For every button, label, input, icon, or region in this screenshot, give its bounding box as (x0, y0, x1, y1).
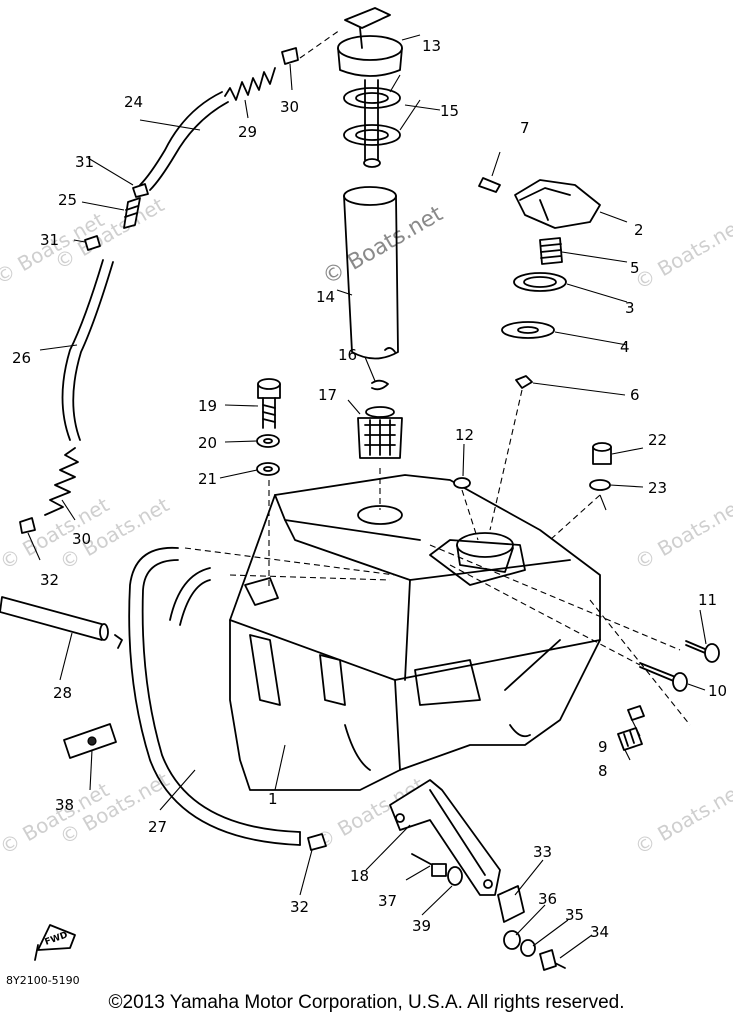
grommet-21 (256, 462, 280, 476)
callout-4: 4 (620, 338, 630, 356)
callout-30: 30 (72, 530, 91, 548)
watermark-center: © Boats.net (319, 201, 448, 290)
clamp-31-left (132, 183, 149, 198)
callout-25: 25 (58, 191, 77, 209)
callout-20: 20 (198, 434, 217, 452)
callout-8: 8 (598, 762, 608, 780)
callout-36: 35 (565, 906, 584, 924)
callout-9: 9 (598, 738, 608, 756)
spring-5 (539, 237, 563, 265)
spring-30 (44, 447, 79, 516)
callout-38: 37 (378, 892, 397, 910)
callout-27: 27 (148, 818, 167, 836)
filter-17 (357, 406, 403, 459)
callout-10: 10 (708, 682, 727, 700)
watermark: © Boats.net (631, 212, 733, 294)
clip-16 (371, 379, 389, 391)
clamp-31-upper (281, 47, 299, 65)
callout-15: 15 (440, 102, 459, 120)
joint-25 (123, 197, 141, 229)
vent-hose-small (169, 567, 211, 626)
fuel-hose-24 (139, 91, 229, 191)
callout-26: 26 (12, 349, 31, 367)
callout-32c: 32 (290, 898, 309, 916)
plate-4 (501, 321, 555, 339)
callout-28: 28 (53, 684, 72, 702)
callout-23: 23 (648, 479, 667, 497)
clamp-32-lower (19, 517, 36, 534)
cap-2 (514, 179, 601, 229)
copyright-notice: ©2013 Yamaha Motor Corporation, U.S.A. A… (108, 992, 625, 1013)
bolt-19 (257, 378, 281, 429)
callout-14: 14 (316, 288, 335, 306)
gasket-3 (513, 272, 567, 292)
callout-32b: 32 (40, 571, 59, 589)
callout-18: 18 (350, 867, 369, 885)
nut-6 (515, 375, 533, 389)
callout-19: 19 (198, 397, 217, 415)
callout-31: 30 (280, 98, 299, 116)
callout-22: 22 (648, 431, 667, 449)
bolt-38 (411, 853, 447, 877)
bolt-35 (539, 949, 566, 971)
grommet-22 (592, 442, 612, 465)
callouts: 13 15 30 29 24 31 25 31 26 30 32 28 38 2… (6, 37, 727, 987)
callout-12: 12 (455, 426, 474, 444)
washer-20 (256, 434, 280, 448)
watermark: © Boats.net (631, 492, 733, 574)
clip-8 (617, 727, 643, 751)
callout-34: 38 (55, 796, 74, 814)
fwd-arrow-icon: FWD (34, 924, 76, 961)
callout-16: 16 (338, 346, 357, 364)
hose-28 (0, 596, 123, 649)
clip-34 (63, 723, 117, 759)
bracket-33 (497, 885, 525, 923)
washer-23 (589, 479, 611, 491)
callout-35: 34 (590, 923, 609, 941)
nuts-15 (343, 87, 401, 146)
callout-21: 21 (198, 470, 217, 488)
washer-36 (520, 939, 536, 957)
grommet-12 (453, 477, 471, 489)
clamp-32-bottom (307, 833, 327, 851)
callout-39: 39 (412, 917, 431, 935)
callout-29: 29 (238, 123, 257, 141)
fuel-tank (229, 474, 601, 791)
callout-7: 7 (520, 119, 530, 137)
vent-hose-27 (128, 546, 301, 846)
callout-3: 3 (625, 299, 635, 317)
callout-6: 6 (630, 386, 640, 404)
leader-lines (27, 29, 707, 959)
callout-13: 13 (422, 37, 441, 55)
drawing-code: 8Y2100-5190 (6, 974, 80, 987)
spring-29 (224, 67, 276, 101)
watermark: © Boats.net (631, 777, 733, 859)
callout-37: 36 (538, 890, 557, 908)
callout-2: 2 (634, 221, 644, 239)
pickup-tube-14 (343, 186, 399, 360)
clamp-32-upper (84, 235, 101, 251)
callout-31b: 31 (75, 153, 94, 171)
bolt-10 (639, 662, 688, 692)
callout-17: 17 (318, 386, 337, 404)
callout-5: 5 (630, 259, 640, 277)
pin-7 (478, 177, 501, 193)
cap-13 (337, 7, 403, 77)
nut-9 (627, 705, 645, 721)
bolt-11 (685, 640, 720, 663)
callout-24: 24 (124, 93, 143, 111)
callout-32a: 31 (40, 231, 59, 249)
callout-1: 1 (268, 790, 278, 808)
callout-33: 33 (533, 843, 552, 861)
fuel-hose-26 (61, 259, 114, 441)
callout-11: 11 (698, 591, 717, 609)
washer-39 (447, 866, 463, 886)
washer-37 (503, 930, 521, 950)
bracket-18 (389, 779, 501, 896)
